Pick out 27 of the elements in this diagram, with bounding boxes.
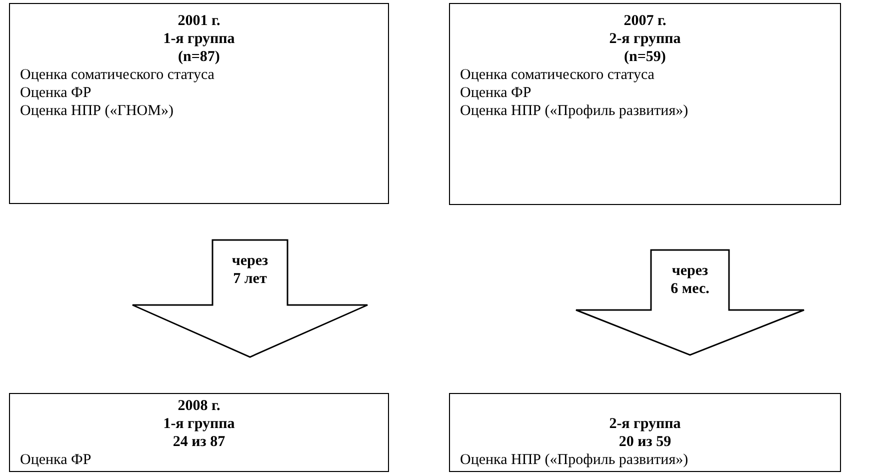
text-box: [449, 3, 841, 205]
heading-text: 2008 г.: [176, 397, 222, 415]
block-arrow: [132, 239, 368, 358]
body-text: Оценка соматического статуса: [460, 66, 656, 84]
body-text: Оценка НПР («ГНОМ»): [20, 102, 174, 120]
text-box: [9, 3, 389, 204]
body-text: Оценка НПР («Профиль развития»): [460, 451, 690, 469]
heading-text: 2-я группа: [608, 30, 682, 48]
heading-text: 1-я группа: [162, 30, 236, 48]
heading-text: (n=87): [177, 48, 221, 66]
body-text: Оценка соматического статуса: [20, 66, 216, 84]
heading-text: 2001 г.: [176, 12, 222, 30]
body-text: Оценка ФР: [460, 84, 532, 102]
body-text: Оценка ФР: [20, 84, 92, 102]
text-box: [9, 393, 389, 472]
heading-text: 2-я группа: [608, 415, 682, 433]
heading-text: 2007 г.: [622, 12, 668, 30]
text-box: [449, 393, 841, 472]
heading-text: 20 из 59: [618, 433, 672, 451]
body-text: Оценка ФР: [20, 451, 92, 469]
heading-text: 1-я группа: [162, 415, 236, 433]
heading-text: (n=59): [623, 48, 667, 66]
edge-label: через 6 мес.: [670, 262, 710, 298]
body-text: Оценка НПР («Профиль развития»): [460, 102, 690, 120]
block-arrow: [575, 249, 805, 356]
heading-text: 24 из 87: [172, 433, 226, 451]
edge-label: через 7 лет: [230, 252, 270, 288]
